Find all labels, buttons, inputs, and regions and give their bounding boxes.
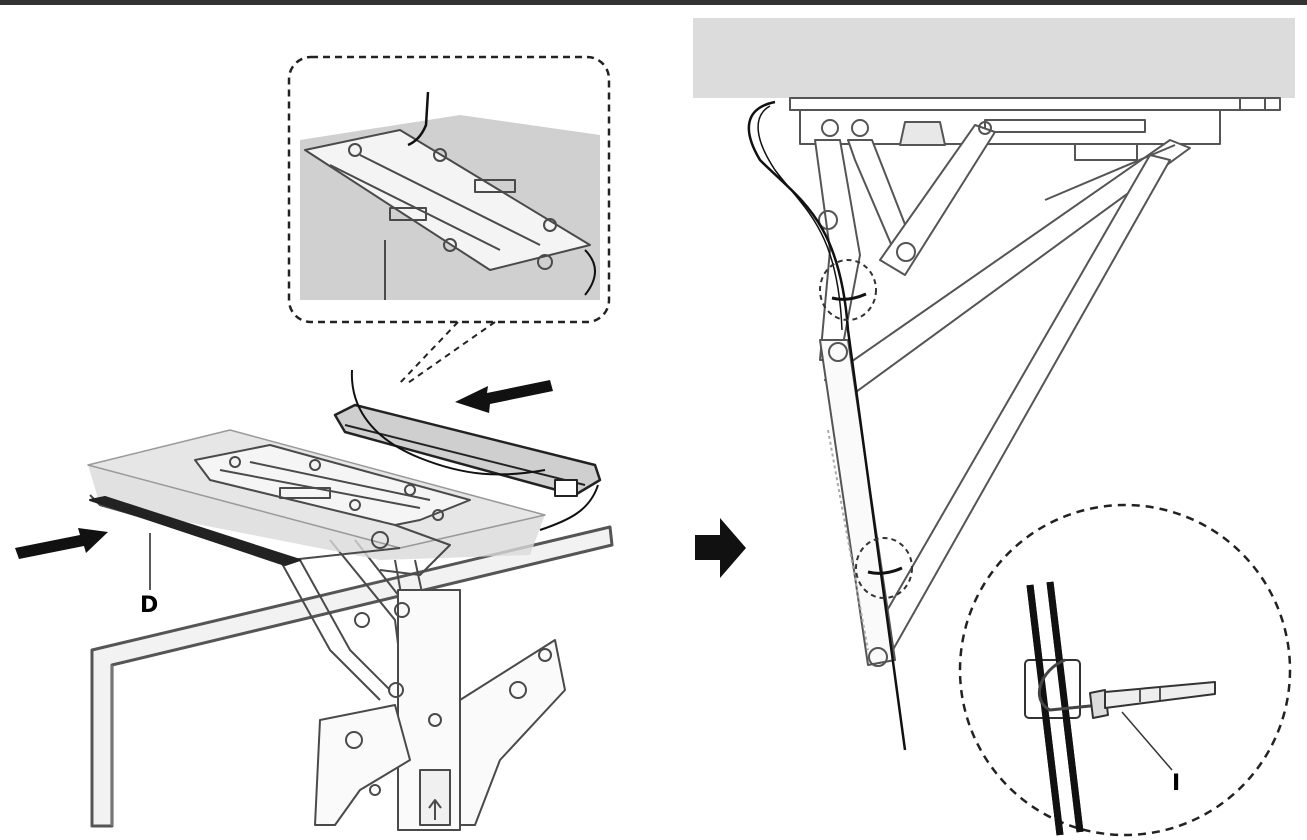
right-arrow-icon — [695, 518, 746, 578]
mounting-bracket — [194, 444, 471, 576]
push-arrow-icon — [455, 380, 553, 413]
ceiling — [693, 18, 1295, 98]
power-cable — [350, 369, 599, 531]
power-cable — [747, 100, 907, 751]
cable-tie-zoom — [958, 503, 1292, 837]
cable-tie-marker — [855, 537, 913, 599]
vesa-plate — [314, 639, 566, 826]
right-panel — [693, 18, 1295, 837]
tv-frame — [90, 525, 614, 828]
left-panel — [87, 55, 614, 831]
zoom-callout — [287, 55, 611, 386]
label-part-d: D — [140, 593, 158, 618]
top-border — [0, 0, 1307, 5]
cover-part-d — [89, 496, 301, 590]
cable-tie-marker — [819, 259, 877, 321]
ceiling-bracket — [789, 97, 1281, 161]
power-cable — [757, 105, 843, 331]
label-part-i: I — [1172, 771, 1180, 796]
push-arrow-icon — [15, 528, 108, 559]
arm-linkage — [814, 119, 1191, 667]
